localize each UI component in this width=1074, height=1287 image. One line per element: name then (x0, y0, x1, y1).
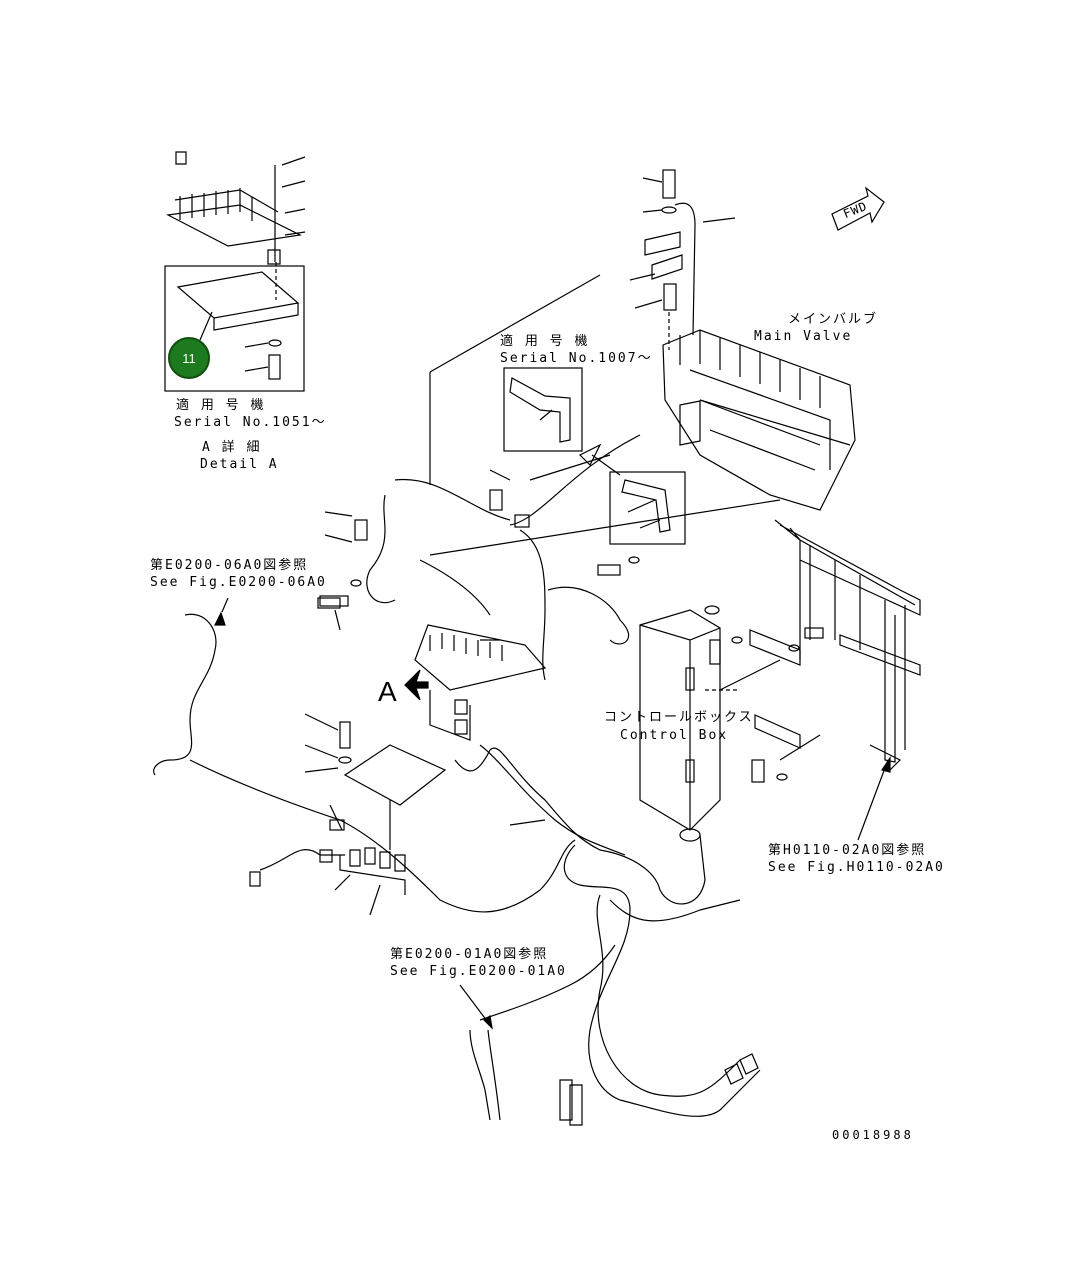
ref-h0110-02-en: See Fig.H0110-02A0 (768, 860, 945, 875)
detail-a-frame (164, 265, 305, 392)
control-box-jp: コントロールボックス (604, 710, 754, 725)
harness-upper (366, 478, 546, 681)
leader-e0200-06 (221, 597, 229, 613)
harness-left (153, 613, 576, 913)
callout-badge[interactable]: 11 (168, 337, 210, 379)
frame-rack (774, 519, 921, 660)
ref-e0200-01-jp: 第E0200-01A0図参照 (390, 947, 549, 962)
ref-e0200-06-en: See Fig.E0200-06A0 (150, 575, 327, 590)
serial-1007-applicable: 適 用 号 機 (500, 334, 590, 349)
fwd-arrow-icon (831, 186, 885, 231)
control-box-en: Control Box (620, 728, 729, 743)
cover-plate (176, 271, 300, 331)
ref-e0200-01-en: See Fig.E0200-01A0 (390, 964, 567, 979)
main-valve-en: Main Valve (754, 329, 853, 344)
main-valve-body (662, 329, 856, 511)
detail-a-serial: Serial No.1051～ (174, 415, 327, 430)
serial-1007-serial: Serial No.1007～ (500, 351, 653, 366)
ref-e0200-06-jp: 第E0200-06A0図参照 (150, 558, 309, 573)
lower-cover-plate (343, 744, 447, 806)
relay-block-top (166, 189, 302, 247)
serial-1007-frame (503, 367, 583, 452)
leader-e0200-01 (459, 984, 491, 1026)
detail-a-applicable: 適 用 号 機 (176, 398, 266, 413)
leader-h0110-02 (857, 759, 889, 841)
drawing-number: 00018988 (832, 1128, 914, 1142)
view-marker: A (378, 676, 397, 707)
callout-number: 11 (182, 350, 196, 366)
relay-block (414, 624, 547, 691)
ref-h0110-02-jp: 第H0110-02A0図参照 (768, 843, 927, 858)
detail-a-title-jp: A 詳 細 (202, 440, 262, 455)
main-valve-jp: メインバルブ (788, 312, 879, 327)
view-a-arrow-icon (404, 669, 429, 701)
harness-main (454, 747, 706, 905)
control-box (639, 609, 721, 831)
detail-a-title-en: Detail A (200, 457, 279, 472)
